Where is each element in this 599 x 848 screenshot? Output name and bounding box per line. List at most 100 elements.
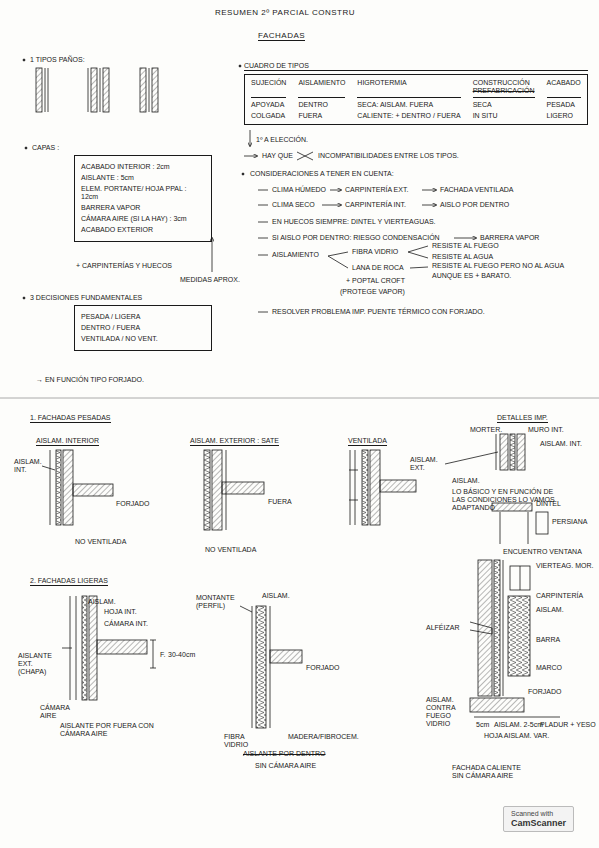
- list-item: BARRERA VAPOR: [81, 204, 205, 212]
- table-text: SUJECIÓN: [251, 79, 286, 87]
- note-label: MARCO: [536, 664, 562, 672]
- note-label: AISLANTE EXT. (CHAPA): [18, 652, 58, 676]
- note-label: PLADUR + YESO: [540, 721, 596, 729]
- note-label: INCOMPATIBILIDADES ENTRE LOS TIPOS.: [318, 152, 459, 160]
- note-label: 1. FACHADAS PESADAS: [30, 414, 111, 423]
- note-label: CÁMARA AIRE: [40, 704, 72, 720]
- list-item: ACABADO EXTERIOR: [81, 226, 205, 234]
- note-label: AISLAM.: [262, 592, 290, 600]
- note-label: + POPTAL CROFT: [346, 277, 405, 285]
- table-text: APOYADA: [251, 101, 286, 109]
- table-text: SECA: AISLAM. FUERA: [357, 101, 460, 109]
- summary-box: CUADRO DE TIPOSSUJECIÓNAISLAMIENTOHIGROT…: [244, 62, 588, 125]
- table-cell: COLGADA: [251, 112, 286, 120]
- list-frame: ACABADO INTERIOR : 2cmAISLANTE : 5cmELEM…: [74, 155, 212, 242]
- note-label: 1º A ELECCIÓN.: [256, 136, 308, 144]
- note-label: AISLAM. CONTRA FUEGO VIDRIO: [426, 696, 470, 728]
- note-label: 1 TIPOS PAÑOS:: [30, 56, 85, 64]
- note-label: + CARPINTERÍAS Y HUECOS: [76, 262, 172, 270]
- note-label: SIN CÁMARA AIRE: [255, 762, 316, 770]
- note-label: HOJA INT.: [104, 608, 137, 616]
- note-label: MORTER.: [470, 426, 502, 434]
- list-item: CÁMARA AIRE (SI LA HAY) : 3cm: [81, 215, 205, 223]
- table-text: LIGERO: [547, 112, 581, 120]
- table-cell: AISLAMIENTO: [298, 79, 345, 98]
- note-label: VIERTEAG. MOR.: [536, 562, 593, 570]
- note-label: CARPINTERÍA EXT.: [345, 186, 408, 194]
- note-label: RESISTE AL FUEGO: [432, 242, 499, 250]
- watermark-frame: Scanned withCamScanner: [503, 806, 574, 832]
- table-text: COLGADA: [251, 112, 286, 120]
- types-table: SUJECIÓN AISLAMIENTO HIGROTERMIA CONSTRUCCI…: [244, 74, 588, 125]
- table-cell: PESADA: [547, 101, 581, 109]
- note-label: 2. FACHADAS LIGERAS: [30, 577, 108, 586]
- note-label: F.: [160, 651, 165, 659]
- note-label: AISLAM. INTERIOR: [36, 437, 99, 446]
- note-label: 5cm: [476, 721, 489, 729]
- box-heading: CAPAS :: [32, 144, 212, 152]
- note-label: EN HUECOS SIEMPRE: DINTEL Y VIERTEAGUAS.: [272, 218, 436, 226]
- note-label: ALFÉIZAR: [426, 624, 459, 632]
- note-label: AISLAM.: [452, 477, 480, 485]
- note-label: MADERA/FIBROCEM.: [288, 733, 359, 741]
- table-cell: CALIENTE: + DENTRO / FUERA: [357, 112, 460, 120]
- note-label: (PROTEGE VAPOR): [340, 288, 405, 296]
- note-label: FIBRA VIDRIO: [224, 733, 254, 749]
- note-label: FACHADA VENTILADA: [440, 186, 514, 194]
- note-label: MURO INT.: [528, 426, 564, 434]
- note-label: MEDIDAS APROX.: [180, 276, 240, 284]
- note-label: FACHADAS: [258, 31, 305, 41]
- note-label: RESISTE AL FUEGO PERO NO AL AGUA: [432, 262, 564, 270]
- note-label: FORJADO: [116, 500, 149, 508]
- note-label: AISLAM.: [88, 598, 116, 606]
- note-label: FIBRA VIDRIO: [352, 248, 398, 256]
- table-text: IN SITU: [473, 112, 535, 120]
- table-cell: SECA: [473, 101, 535, 109]
- table-cell: CONSTRUCCIÓNPREFABRICACIÓN: [473, 79, 535, 98]
- note-label: 30-40cm: [168, 651, 195, 659]
- table-cell: DENTRO: [298, 101, 345, 109]
- note-label: AISLANTE POR DENTRO: [243, 750, 325, 758]
- note-label: FACHADA CALIENTE SIN CÁMARA AIRE: [452, 764, 527, 780]
- note-label: NO VENTILADA: [205, 546, 256, 554]
- table-text: CONSTRUCCIÓN: [473, 79, 535, 87]
- note-label: CLIMA HÚMEDO: [272, 186, 326, 194]
- note-label: FUERA: [268, 498, 292, 506]
- table-text: PREFABRICACIÓN: [473, 87, 535, 95]
- summary-box: CAPAS : ACABADO INTERIOR : 2cmAISLANTE : …: [32, 144, 212, 242]
- table-cell: FUERA: [298, 112, 345, 120]
- table-cell: ACABADO: [547, 79, 581, 98]
- table-text: PESADA: [547, 101, 581, 109]
- table-cell: HIGROTERMIA: [357, 79, 460, 98]
- table-text: CALIENTE: + DENTRO / FUERA: [357, 112, 460, 120]
- table-text: DENTRO: [298, 101, 345, 109]
- note-label: AISLAM. EXT.: [410, 456, 442, 472]
- note-label: NO VENTILADA: [75, 538, 126, 546]
- note-label: PERSIANA: [552, 518, 587, 526]
- note-label: AISLAM. EXTERIOR : SATE: [190, 437, 279, 446]
- note-label: DETALLES IMP.: [497, 414, 548, 423]
- note-label: SI AISLO POR DENTRO: RIESGO CONDENSACIÓN: [272, 234, 440, 242]
- note-label: FORJADO: [528, 688, 561, 696]
- note-label: AISLAM.: [536, 606, 564, 614]
- note-label: DINTEL: [536, 500, 561, 508]
- note-label: RESISTE AL AGUA: [432, 253, 493, 261]
- note-label: CÁMARA INT.: [104, 620, 148, 628]
- note-label: FORJADO: [306, 664, 339, 672]
- table-text: AISLAMIENTO: [298, 79, 345, 87]
- list-item: VENTILADA / NO VENT.: [81, 335, 205, 343]
- note-label: CONSIDERACIONES A TENER EN CUENTA:: [250, 170, 394, 178]
- page-title: RESUMEN 2º PARCIAL CONSTRU: [215, 8, 355, 17]
- box-heading: 3 DECISIONES FUNDAMENTALES: [30, 294, 212, 302]
- note-label: CARPINTERÍA: [536, 592, 583, 600]
- list-item: AISLANTE : 5cm: [81, 174, 205, 182]
- watermark-text: Scanned with: [511, 810, 566, 818]
- table-text: HIGROTERMIA: [357, 79, 460, 87]
- note-label: MONTANTE (PERFIL): [196, 594, 238, 610]
- list-item: ACABADO INTERIOR : 2cm: [81, 163, 205, 171]
- note-label: LANA DE ROCA: [352, 264, 404, 272]
- list-item: ELEM. PORTANTE/ HOJA PPAL : 12cm: [81, 185, 205, 201]
- note-label: AISLAM. 2-5cm: [494, 721, 543, 729]
